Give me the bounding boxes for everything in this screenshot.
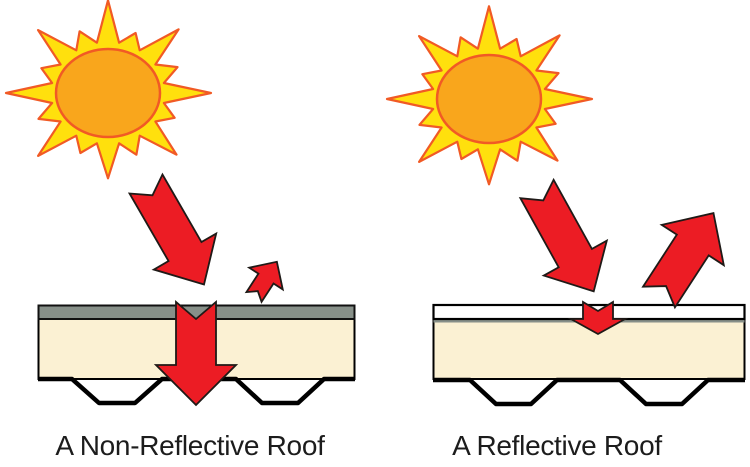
non-reflective-roof-label: A Non-Reflective Roof — [55, 430, 325, 461]
incoming-sunlight-arrow — [518, 177, 609, 293]
small-absorbed-heat-arrow — [567, 300, 629, 336]
incoming-sunlight-arrow — [127, 172, 218, 286]
reflective-roof-label: A Reflective Roof — [452, 430, 662, 461]
metal-deck — [433, 377, 745, 407]
large-reflected-heat-arrow — [641, 212, 726, 310]
sun-core — [435, 53, 543, 145]
large-absorbed-heat-arrow — [153, 300, 239, 407]
sun-icon — [385, 5, 594, 186]
sun-icon — [4, 0, 213, 180]
small-reflected-heat-arrow — [244, 260, 285, 304]
sun-core — [54, 47, 162, 139]
dark-membrane-layer — [37, 304, 356, 320]
